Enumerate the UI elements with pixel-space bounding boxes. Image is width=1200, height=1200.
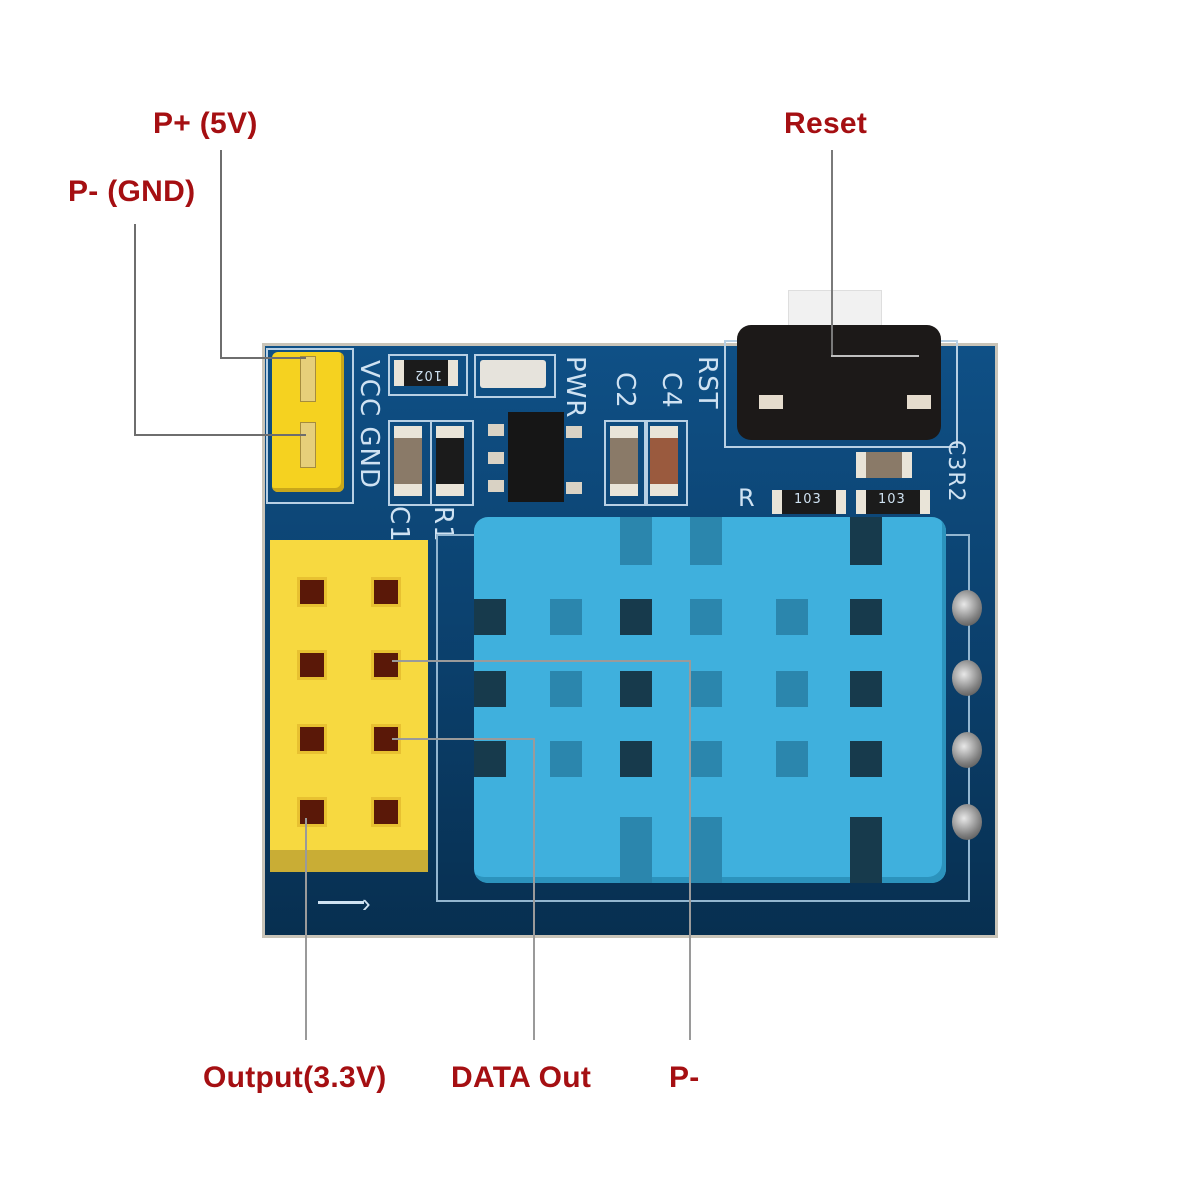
- leader-line-output: [305, 818, 307, 1040]
- silk-vcc-gnd: VCC GND: [354, 360, 384, 489]
- leader-line-reset-h: [831, 355, 919, 357]
- socket-hole: [300, 653, 324, 677]
- capacitor-c3: [856, 452, 912, 478]
- sensor-vent: [690, 517, 722, 565]
- socket-hole: [300, 727, 324, 751]
- button-pad: [907, 395, 931, 409]
- resistor-r2: 103: [856, 490, 930, 514]
- vcc-pin: [300, 356, 316, 402]
- orientation-arrow-shaft: [318, 901, 364, 904]
- power-jumper[interactable]: [272, 352, 344, 492]
- reset-button[interactable]: [737, 325, 941, 440]
- socket-hole: [374, 580, 398, 604]
- sensor-pin-data: [952, 660, 982, 696]
- sensor-pin-nc: [952, 732, 982, 768]
- sensor-vent: [550, 599, 582, 635]
- r1-outline: [430, 420, 474, 506]
- sensor-vent: [776, 671, 808, 707]
- sensor-vent: [850, 671, 882, 707]
- leader-line-p-minus: [689, 660, 691, 1040]
- capacitor-c4: [650, 426, 678, 496]
- silk-c2: C2: [610, 372, 640, 409]
- leader-line-p-minus-gnd: [134, 224, 136, 435]
- sensor-vent: [620, 671, 652, 707]
- orientation-arrow-icon: ›: [362, 888, 371, 918]
- sensor-vent: [620, 817, 652, 883]
- leader-line-reset: [831, 150, 833, 356]
- sensor-vent: [550, 671, 582, 707]
- sensor-vent: [620, 741, 652, 777]
- resistor-r1: [436, 426, 464, 496]
- jumper-outline: [266, 348, 354, 504]
- sensor-vent: [474, 741, 506, 777]
- sensor-vent: [474, 599, 506, 635]
- label-reset: Reset: [784, 107, 868, 140]
- capacitor-c2: [610, 426, 638, 496]
- dht11-sensor: [474, 517, 946, 883]
- pwr-led: [480, 360, 546, 388]
- sensor-vent: [620, 517, 652, 565]
- leader-line-p-minus-gnd-h: [134, 434, 306, 436]
- leader-line-data-out-h: [392, 738, 534, 740]
- sensor-vent: [776, 599, 808, 635]
- sensor-vent: [690, 817, 722, 883]
- sensor-vent: [474, 671, 506, 707]
- silk-c4: C4: [656, 372, 686, 409]
- silk-c3-r2: C3R2: [943, 440, 968, 503]
- ic-pin: [566, 426, 582, 438]
- ic-pin: [566, 482, 582, 494]
- capacitor-c1: [394, 426, 422, 496]
- led-outline: [474, 354, 556, 398]
- sensor-vent: [850, 599, 882, 635]
- sensor-vent: [776, 741, 808, 777]
- sensor-vent: [850, 741, 882, 777]
- silk-rst: RST: [692, 356, 722, 410]
- sensor-vent: [550, 741, 582, 777]
- sensor-vent: [850, 817, 882, 883]
- c2-outline: [604, 420, 648, 506]
- r-102-outline: [388, 354, 468, 396]
- leader-line-p-minus-h: [392, 660, 690, 662]
- leader-line-p-plus: [220, 150, 222, 358]
- silk-r3: R: [738, 484, 756, 512]
- sensor-pin-vcc: [952, 590, 982, 626]
- ic-pin: [488, 424, 504, 436]
- label-output-3v3: Output(3.3V): [203, 1061, 387, 1094]
- sensor-vent: [690, 671, 722, 707]
- resistor-r3: 103: [772, 490, 846, 514]
- socket-hole: [374, 653, 398, 677]
- resistor-102: 102: [394, 360, 458, 386]
- sensor-vent: [690, 741, 722, 777]
- button-pad: [759, 395, 783, 409]
- silk-c1: C1: [384, 506, 414, 543]
- voltage-regulator-ic: [508, 412, 564, 502]
- socket-hole: [300, 800, 324, 824]
- socket-hole: [300, 580, 324, 604]
- sensor-pin-gnd: [952, 804, 982, 840]
- leader-line-p-plus-h: [220, 357, 306, 359]
- silk-pwr: PWR: [560, 356, 590, 419]
- sensor-vent: [690, 599, 722, 635]
- gnd-pin: [300, 422, 316, 468]
- label-p-minus: P-: [669, 1061, 700, 1094]
- sensor-vent: [850, 517, 882, 565]
- ic-pin: [488, 452, 504, 464]
- leader-line-data-out: [533, 738, 535, 1040]
- esp01-socket[interactable]: [270, 540, 428, 872]
- label-p-minus-gnd: P- (GND): [68, 175, 196, 208]
- sensor-vent: [620, 599, 652, 635]
- ic-pin: [488, 480, 504, 492]
- label-data-out: DATA Out: [451, 1061, 592, 1094]
- c4-outline: [644, 420, 688, 506]
- label-p-plus-5v: P+ (5V): [153, 107, 258, 140]
- socket-hole: [374, 800, 398, 824]
